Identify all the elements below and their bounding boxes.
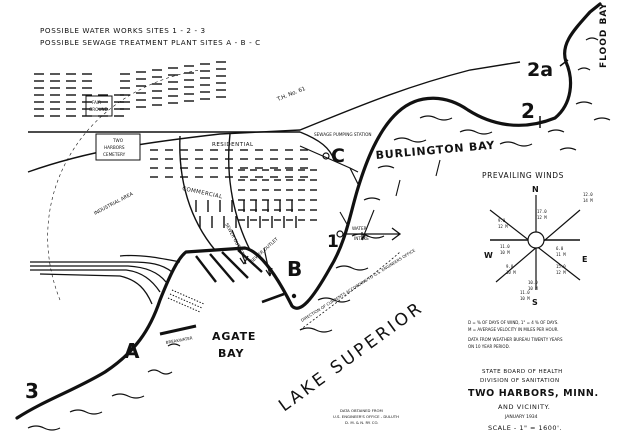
source-line-1: DATA OBTAINED FROM [340, 408, 383, 413]
winds-legend-4: ON 10 YEAR PERIOD. [468, 344, 510, 349]
wind-n-v1: 17.0 [537, 209, 547, 214]
shoreline [15, 2, 602, 420]
site-labels: 1 2 2a 3 A B C [25, 59, 553, 403]
cemetery-label-3: CEMETERY [103, 152, 126, 157]
pump-arrow [349, 167, 361, 186]
water-intake-label-1: WATER [352, 226, 367, 231]
sewer-outlet-arrows [231, 229, 273, 277]
nearshore-waves [27, 37, 611, 431]
site-2a-label: 2a [527, 59, 553, 81]
pump-station-label: SEWAGE PUMPING STATION [314, 132, 372, 137]
title-line-3: TWO HARBORS, MINN. [468, 388, 599, 399]
residential-label: RESIDENTIAL [212, 142, 254, 148]
wind-rose [489, 195, 581, 290]
currents-line [299, 251, 401, 331]
agate-bay-label-2: BAY [218, 347, 244, 360]
site-b-dot [291, 293, 297, 299]
wind-sw-v2: 10 M [506, 270, 516, 275]
wind-w-v2: 10 M [500, 250, 510, 255]
site-a-label: A [124, 339, 140, 363]
title-line-5: JANUARY 1934 [504, 414, 538, 420]
wind-s2-v1: 11.0 [520, 290, 530, 295]
title-line-1: STATE BOARD OF HEALTH [482, 369, 563, 375]
wind-e-label: E [582, 255, 587, 264]
winds-legend: D = % OF DAYS OF WIND, 1" = 4 % OF DAYS.… [468, 320, 563, 349]
radius-arc [47, 69, 201, 301]
roads [27, 61, 521, 251]
railway-tracks [30, 254, 181, 305]
breakwater-label: BREAKWATER [165, 335, 193, 345]
site-3-label: 3 [25, 379, 39, 403]
map-scale: SCALE - 1" = 1600'. [488, 424, 562, 432]
map-legend-header: POSSIBLE WATER WORKS SITES 1 - 2 - 3 POS… [40, 26, 261, 47]
winds-title: PREVAILING WINDS [482, 171, 564, 180]
docks [159, 249, 285, 336]
wind-n-label: N [532, 185, 539, 194]
site-2-label: 2 [521, 99, 535, 123]
wind-s2-v2: 10 M [520, 296, 530, 301]
wind-ne-v1: 12.0 [583, 192, 593, 197]
agate-bay-label-1: AGATE [212, 330, 256, 343]
winds-legend-3: DATA FROM WEATHER BUREAU TWENTY YEARS [468, 337, 563, 342]
winds-legend-1: D = % OF DAYS OF WIND, 1" = 4 % OF DAYS. [468, 320, 559, 325]
flood-bay-label: FLOOD BAY [599, 2, 609, 68]
wind-se-v1: 15.0 [556, 264, 566, 269]
winds-legend-2: M = AVERAGE VELOCITY IN MILES PER HOUR. [468, 327, 559, 332]
fair-ground-label-1: FAIR [92, 100, 101, 105]
title-line-4: AND VICINITY. [498, 403, 550, 411]
site-2a-tick [559, 59, 569, 67]
wind-s-label: S [532, 298, 538, 307]
source-line-3: D. M. & N. RY. CO. [345, 420, 379, 425]
wind-w-label: W [484, 251, 493, 260]
wind-nw-v2: 12 M [498, 224, 508, 229]
wind-n-v2: 12 M [537, 215, 547, 220]
wind-values: 17.0 12 M 12.0 14 M 9.0 12 M 11.0 10 M 6… [498, 192, 593, 301]
cemetery-box [95, 133, 141, 161]
source-note: DATA OBTAINED FROM U.S. ENGINEER'S OFFIC… [333, 408, 399, 425]
wind-ne-v2: 14 M [583, 198, 593, 203]
fair-ground-box [85, 95, 113, 117]
residential-blocks [34, 61, 317, 228]
legend-water-works: POSSIBLE WATER WORKS SITES 1 - 2 - 3 [40, 26, 206, 35]
site-1-label: 1 [327, 232, 339, 252]
current-arrows [339, 159, 441, 241]
water-intake-line [343, 227, 402, 241]
legend-sewage-plants: POSSIBLE SEWAGE TREATMENT PLANT SITES A … [40, 38, 261, 47]
cemetery-label-2: HARBORS [104, 145, 125, 150]
wind-e-v2: 11 M [556, 252, 566, 257]
wind-se-v2: 12 M [556, 270, 566, 275]
title-line-2: DIVISION OF SANITATION [480, 378, 560, 384]
wind-sw-v1: 9.0 [506, 264, 514, 269]
cemetery-label-1: TWO [112, 138, 124, 143]
site-b-label: B [287, 257, 302, 281]
wind-nw-v1: 9.0 [498, 218, 506, 223]
wind-s-v1: 10.0 [528, 280, 538, 285]
wind-e-v1: 6.0 [556, 246, 564, 251]
site-c-label: C [331, 145, 345, 167]
wind-w-v1: 11.0 [500, 244, 510, 249]
wind-s-v2: 10 M [528, 286, 538, 291]
source-line-2: U.S. ENGINEER'S OFFICE - DULUTH [333, 414, 399, 419]
title-block: STATE BOARD OF HEALTH DIVISION OF SANITA… [468, 369, 599, 432]
